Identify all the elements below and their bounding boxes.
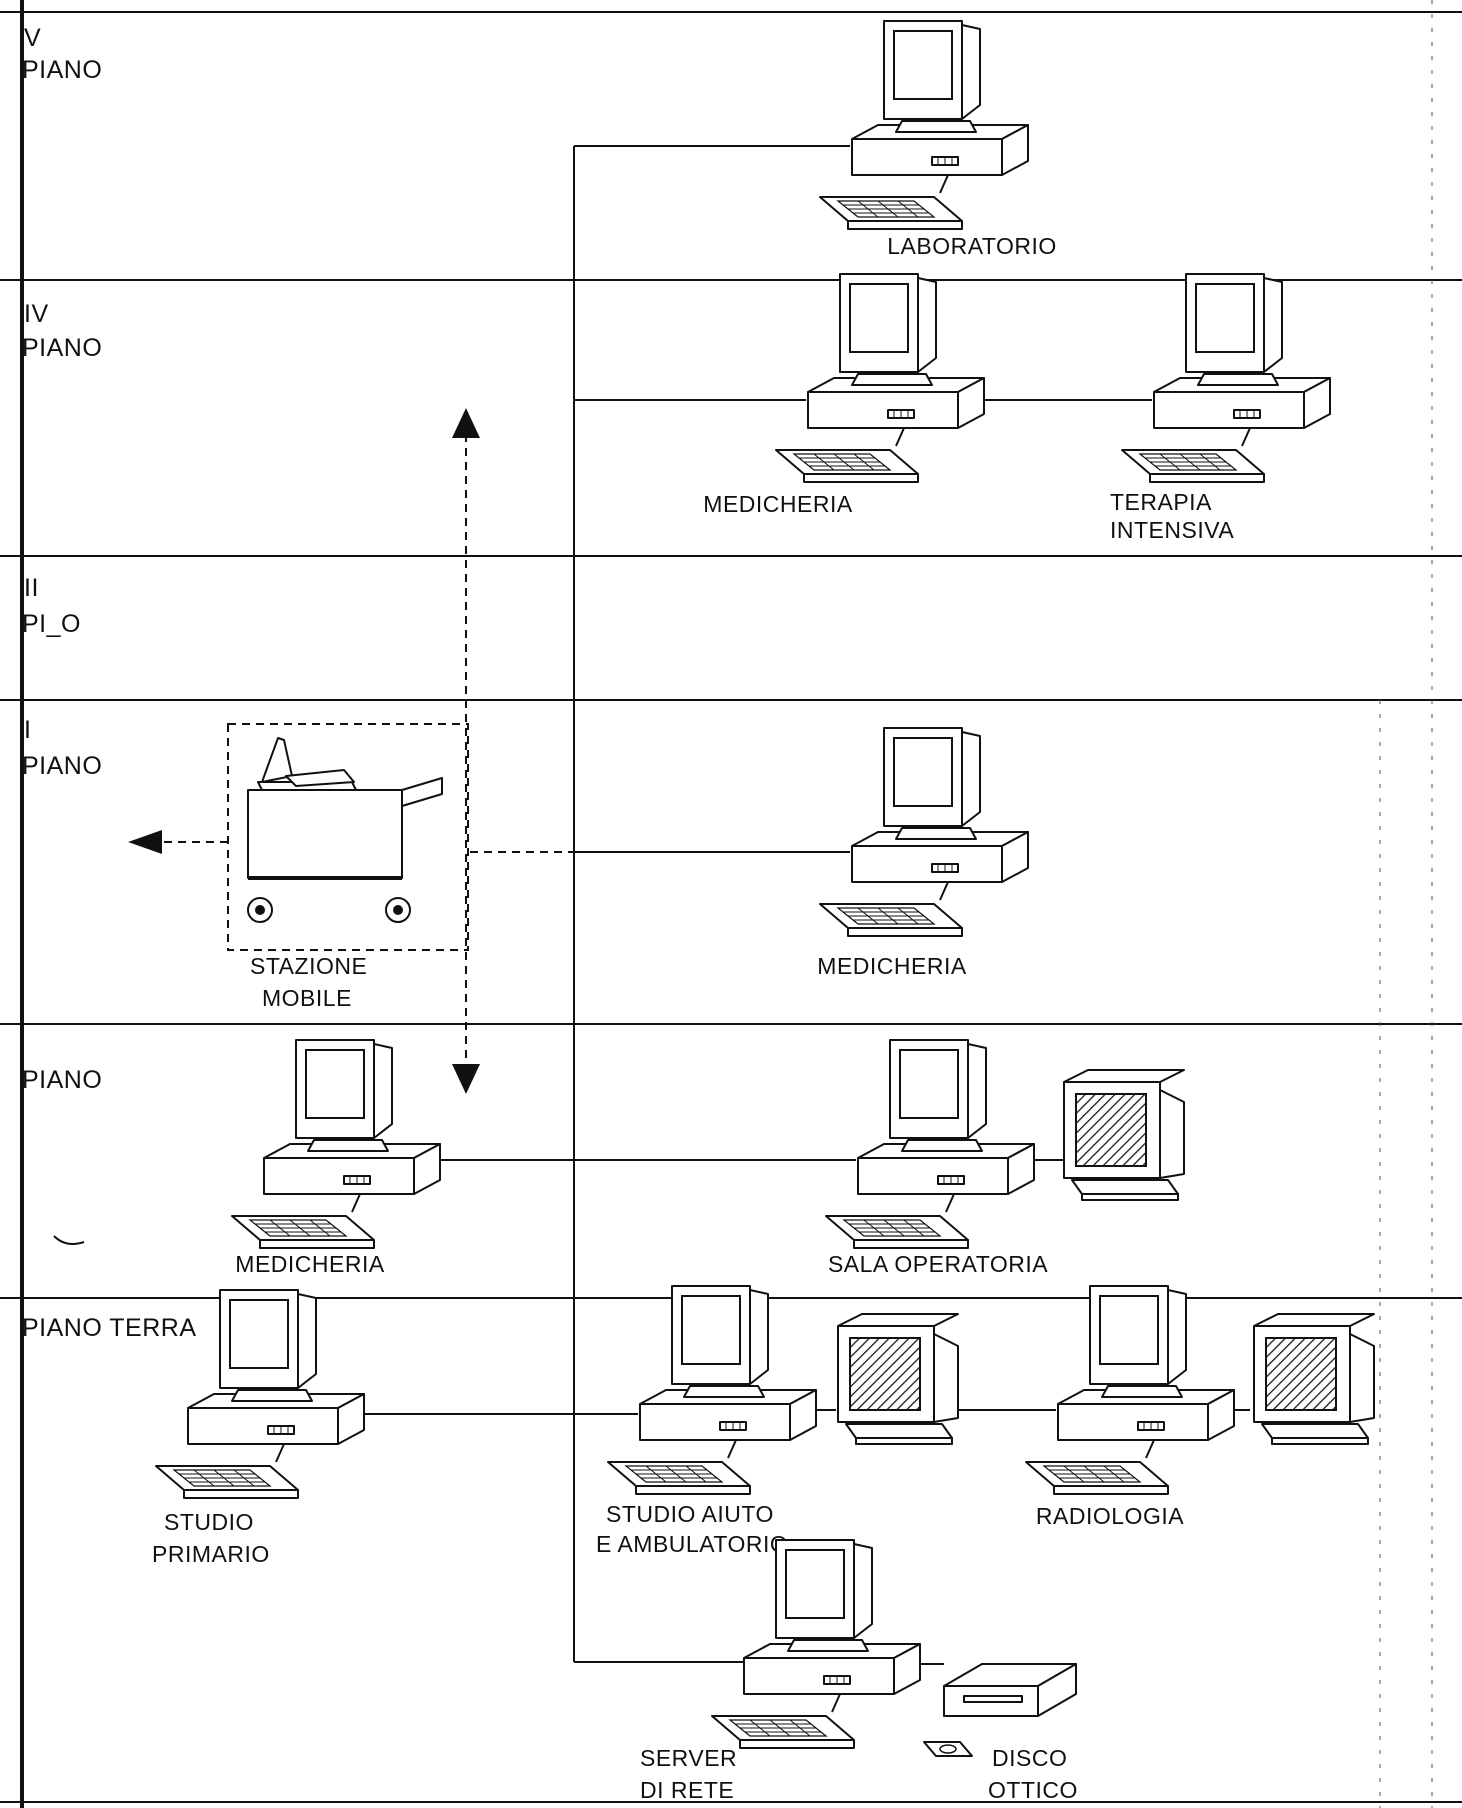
station-label: INTENSIVA [1110, 517, 1234, 543]
floor-label: PI_O [22, 610, 81, 638]
station-label: DISCO [992, 1745, 1067, 1771]
station-label: MEDICHERIA [235, 1251, 385, 1277]
optical-disk-drive-icon [923, 1663, 1077, 1757]
station-label: STUDIO [164, 1509, 254, 1535]
station-label: RADIOLOGIA [1036, 1503, 1184, 1529]
station-label: E AMBULATORIO [596, 1531, 788, 1557]
station-label: STAZIONE [250, 953, 367, 979]
station-label: SALA OPERATORIA [828, 1251, 1048, 1277]
station-label: SERVER [640, 1745, 737, 1771]
station-label: STUDIO AIUTO [606, 1501, 774, 1527]
image-viewer-monitor [837, 1313, 959, 1445]
mobile-cart-icon [247, 737, 443, 923]
workstation-medicheria [775, 273, 985, 483]
station-label: LABORATORIO [887, 233, 1057, 259]
arrow-left-icon [128, 830, 162, 854]
floor-label: PIANO TERRA [22, 1314, 197, 1342]
image-viewer-monitor [1253, 1313, 1375, 1445]
mobile-station-frame [227, 723, 469, 951]
floor-label: PIANO [22, 752, 102, 780]
floor-label-numeral: II [24, 574, 39, 602]
workstation-laboratorio [819, 20, 1029, 230]
workstation-sala-operatoria [825, 1039, 1035, 1249]
workstation-radiologia [1025, 1285, 1235, 1495]
floor-label: PIANO [22, 334, 102, 362]
station-label: MEDICHERIA [817, 953, 967, 979]
workstation-medicheria [231, 1039, 441, 1249]
station-label: MEDICHERIA [703, 491, 853, 517]
station-label: OTTICO [988, 1777, 1078, 1803]
station-label: DI RETE [640, 1777, 734, 1803]
arrow-up-icon [452, 408, 480, 438]
floor-label-numeral: V [24, 24, 41, 52]
station-label: MOBILE [262, 985, 352, 1011]
workstation-medicheria [819, 727, 1029, 937]
workstation-server-di-rete [711, 1539, 921, 1749]
station-label: PRIMARIO [152, 1541, 270, 1567]
scribble-mark [53, 1235, 85, 1245]
workstation-studio-aiuto [607, 1285, 817, 1495]
image-viewer-monitor [1063, 1069, 1185, 1201]
workstation-terapia-intensiva [1121, 273, 1331, 483]
floor-label-numeral: IV [24, 300, 49, 328]
floor-label: PIANO [22, 1066, 102, 1094]
floor-label-numeral: I [24, 716, 31, 744]
station-label: TERAPIA [1110, 489, 1212, 515]
floor-label: PIANO [22, 56, 102, 84]
arrow-down-icon [452, 1064, 480, 1094]
